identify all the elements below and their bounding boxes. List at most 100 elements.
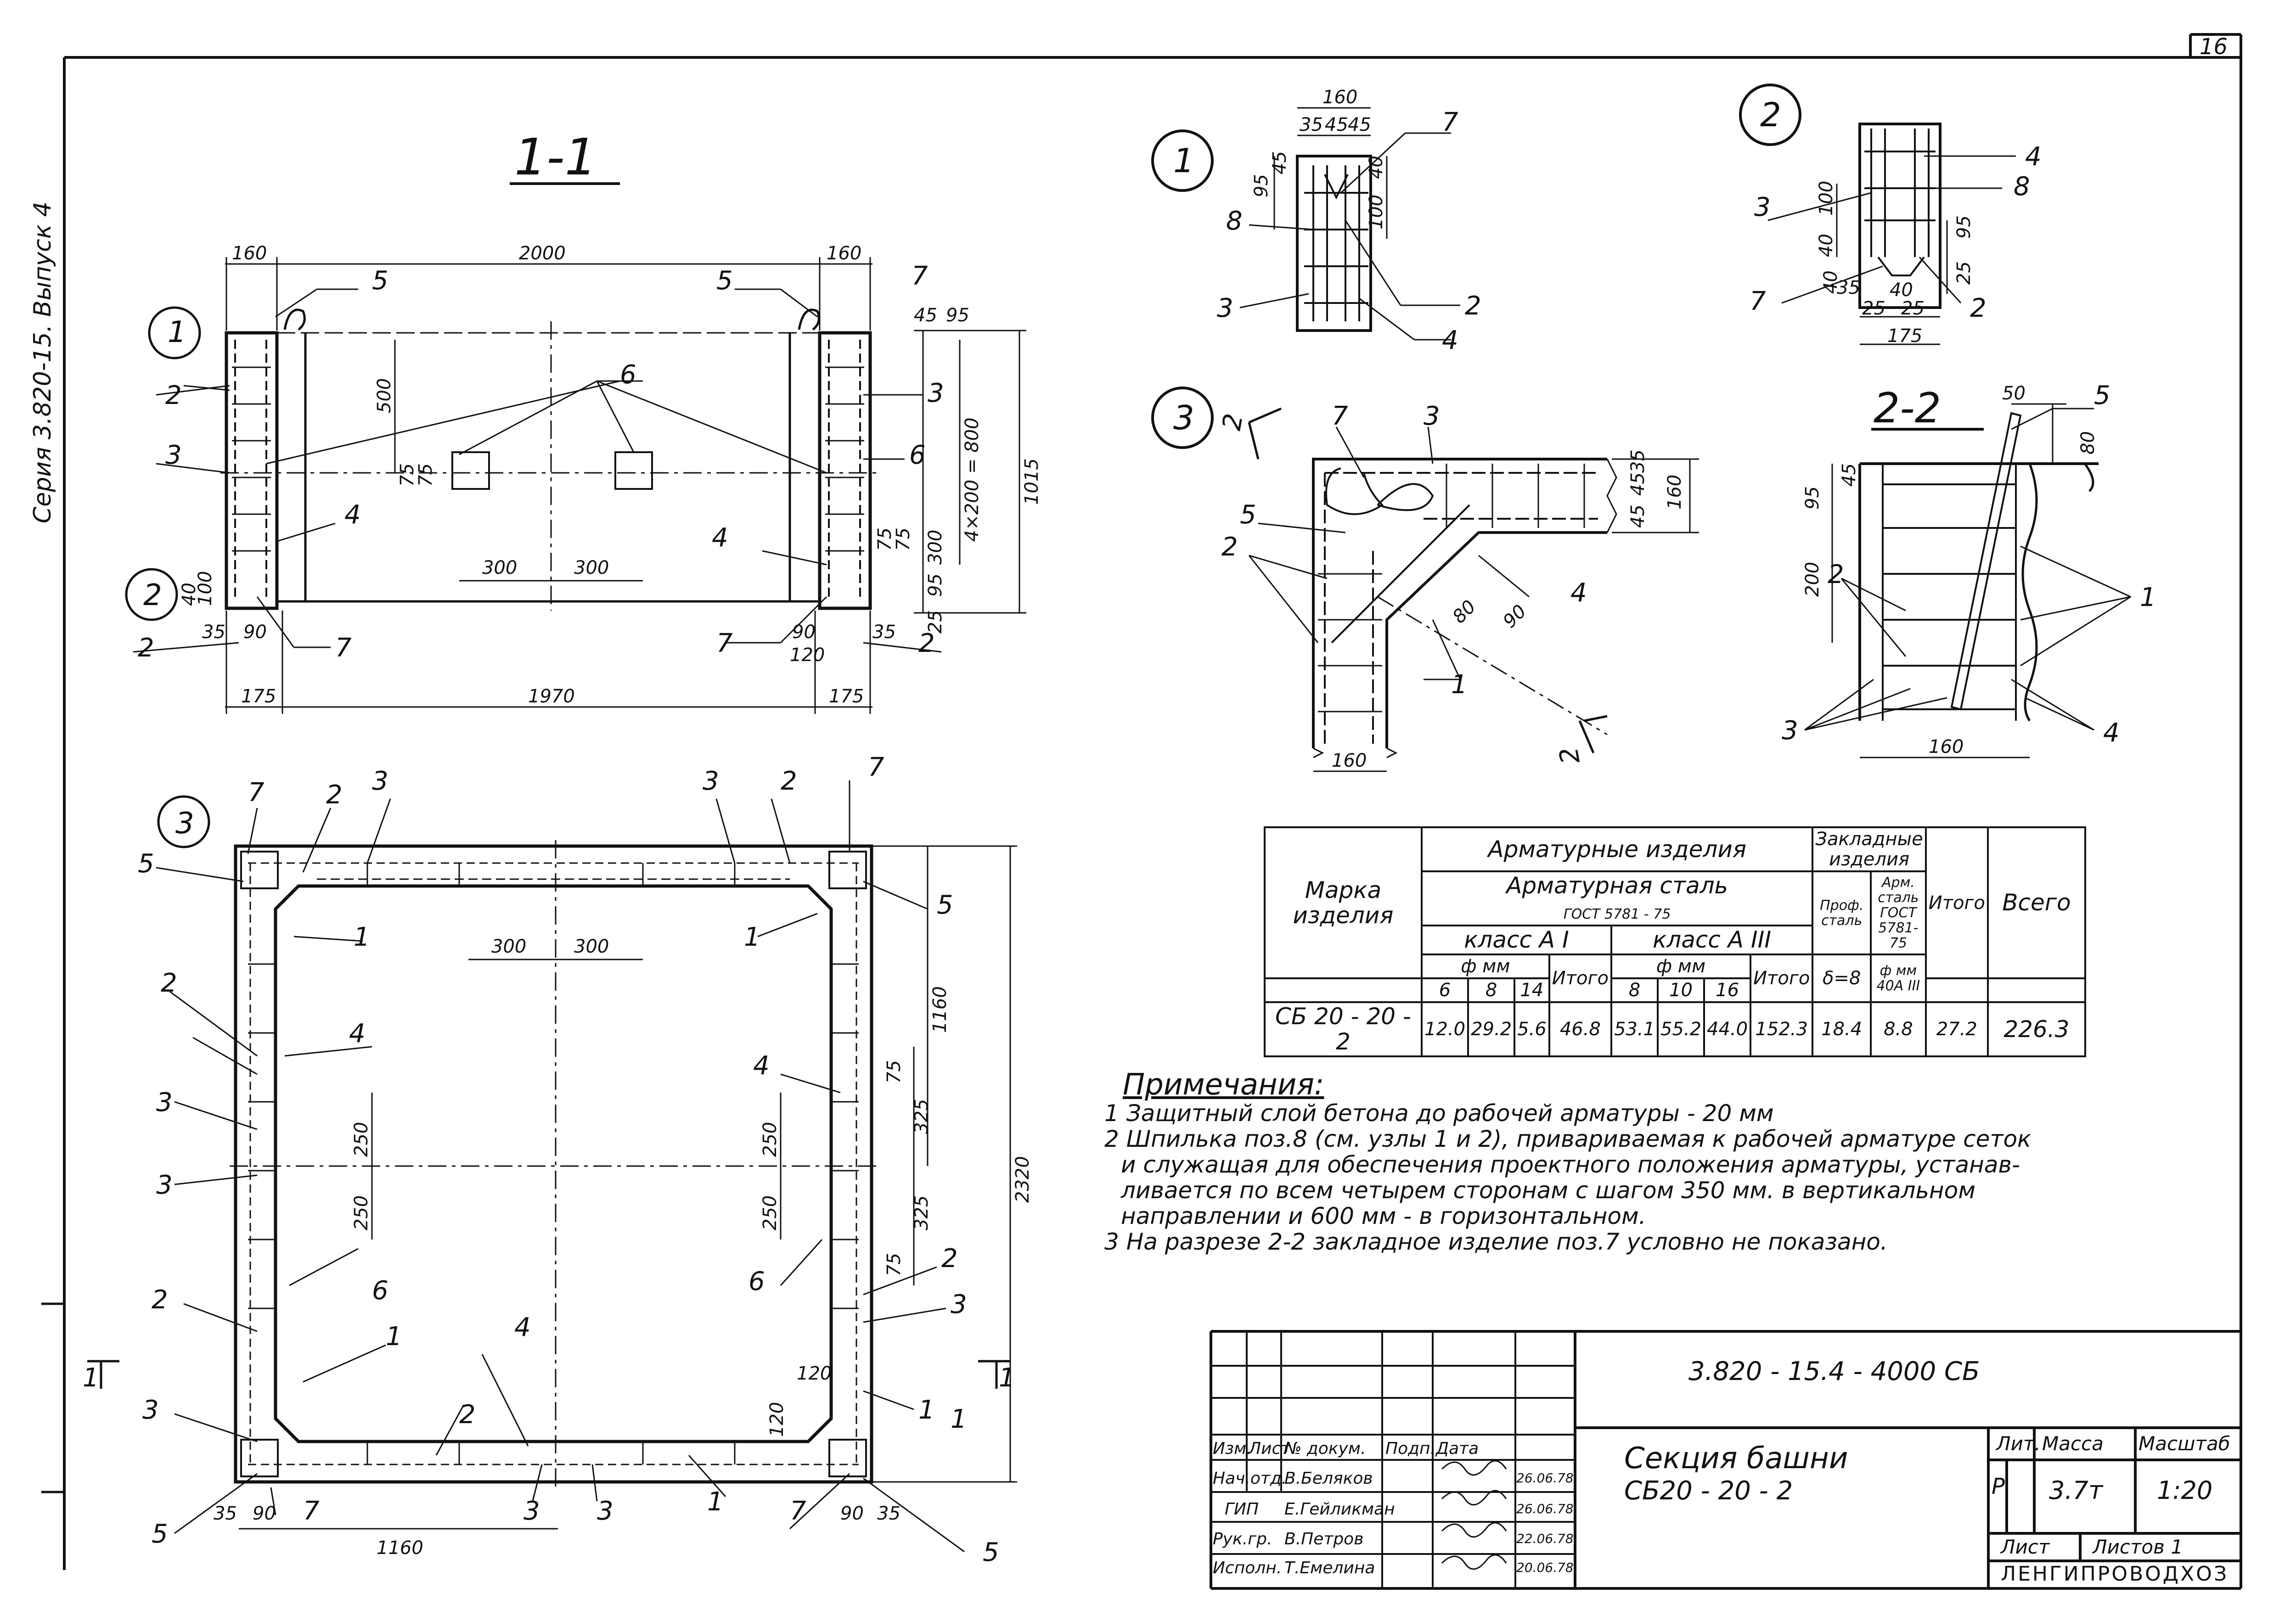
node-1-callout-3: 3 xyxy=(1217,293,1233,323)
dim-3-300a: 300 xyxy=(491,936,526,957)
dim-1-1-75d: 75 xyxy=(893,527,914,551)
spec-blank-a xyxy=(1925,977,1989,1003)
notes-heading: Примечания: xyxy=(1123,1068,1324,1102)
node-3-callout-4: 4 xyxy=(1570,578,1587,608)
col-list: Лист xyxy=(1249,1439,1291,1458)
dim-1-1-2000: 2000 xyxy=(519,243,566,264)
node-3-cut-2b: 2 xyxy=(1554,745,1586,766)
node-3-dim-45a: 45 xyxy=(1627,505,1649,528)
dim-3-75a: 75 xyxy=(884,1060,905,1083)
dim-3-2320: 2320 xyxy=(1012,1156,1033,1203)
spec-row-v3: 46.8 xyxy=(1548,1001,1612,1057)
node-3-callout-3: 3 xyxy=(1424,401,1440,431)
spec-header-itogo-a3: Итого xyxy=(1750,954,1814,1003)
spec-diam-a1-14: 14 xyxy=(1514,977,1550,1003)
node-2-label: 2 xyxy=(1760,95,1781,134)
callout-3-3c: 3 xyxy=(156,1088,173,1117)
callout-3-1b: 1 xyxy=(744,922,760,952)
callout-3-2f: 2 xyxy=(459,1400,476,1430)
node-2-dim-40b: 40 xyxy=(1890,280,1913,301)
node-3-callout-1: 1 xyxy=(1451,670,1468,700)
col-data: Дата xyxy=(1436,1439,1479,1458)
section-mark-1-right: 1 xyxy=(999,1363,1015,1393)
callout-1-1-4a: 4 xyxy=(344,500,361,530)
node-1-dim-160: 160 xyxy=(1322,87,1357,108)
section-2-2: 2-2 50 80 45 95 200 160 xyxy=(1782,381,2156,758)
dim-1-1-1970: 1970 xyxy=(528,686,575,707)
spec-row-v9: 8.8 xyxy=(1870,1001,1927,1057)
org-name: ЛЕНГИПРОВОДХОЗ xyxy=(2001,1562,2229,1586)
callout-3-2c: 2 xyxy=(161,968,177,998)
scale-label: Масштаб xyxy=(2138,1432,2230,1455)
sheet-label: Лист xyxy=(2001,1536,2050,1558)
section-1-1: 1-1 xyxy=(125,128,1042,714)
callout-3-1a: 1 xyxy=(354,922,370,952)
node-3-dim-45b: 45 xyxy=(1627,472,1649,496)
spec-header-delta: δ=8 xyxy=(1812,954,1872,1003)
section-2-2-title: 2-2 xyxy=(1874,384,1941,432)
signature-marks xyxy=(1441,1460,1507,1570)
notes: Примечания: 1 Защитный слой бетона до ра… xyxy=(1104,1068,2206,1255)
staff-date-0: 26.06.78 xyxy=(1516,1470,1574,1486)
callout-3-3a: 3 xyxy=(372,766,388,796)
callout-3-3g: 3 xyxy=(523,1496,540,1526)
col-podp: Подп. xyxy=(1385,1439,1435,1458)
node-3-cut-2a: 2 xyxy=(1217,411,1249,432)
callout-3-1f: 1 xyxy=(707,1487,724,1517)
section-2-2-dim-160: 160 xyxy=(1929,736,1964,757)
dim-1-1-175-left: 175 xyxy=(241,686,276,707)
node-2-dim-95: 95 xyxy=(1953,215,1975,239)
dim-1-1-75c: 75 xyxy=(874,527,895,551)
callout-3-1c: 1 xyxy=(386,1322,402,1352)
dim-1-1-175-right: 175 xyxy=(829,686,864,707)
dim-1-1-35l: 35 xyxy=(202,622,225,643)
callout-3-3d: 3 xyxy=(156,1170,173,1200)
section-2-2-callout-5: 5 xyxy=(2094,381,2110,410)
plan-3-circle xyxy=(157,795,210,848)
callout-3-7b: 7 xyxy=(868,752,884,782)
spec-header-class-a3: класс А III xyxy=(1610,925,1814,955)
node-1-ref-circle xyxy=(148,306,201,359)
staff-date-1: 26.06.78 xyxy=(1516,1501,1574,1516)
dim-1-1-75b: 75 xyxy=(415,463,436,487)
callout-3-7d: 7 xyxy=(790,1496,806,1526)
callout-3-6b: 6 xyxy=(748,1267,765,1296)
node-3-callout-5: 5 xyxy=(1240,500,1256,530)
spec-row-v0: 12.0 xyxy=(1420,1001,1469,1057)
note-line-5: направлении и 600 мм - в горизонтальном. xyxy=(1121,1203,1646,1229)
node-3: 3 45 45 35 160 xyxy=(1151,387,1699,772)
staff-role-3: Исполн. xyxy=(1213,1559,1282,1577)
staff-role-0: Нач.отд. xyxy=(1213,1469,1287,1488)
node-1-dim-100: 100 xyxy=(1366,195,1387,230)
spec-header-steel: Арматурная сталь ГОСТ 5781 - 75 xyxy=(1420,870,1814,926)
callout-3-7a: 7 xyxy=(248,778,264,808)
spec-header-phi-40: ф мм 40А III xyxy=(1870,954,1927,1003)
spec-row-v7: 152.3 xyxy=(1750,1001,1814,1057)
dim-3-120a: 120 xyxy=(797,1363,832,1384)
callout-3-3e: 3 xyxy=(951,1290,967,1319)
spec-diam-a3-8: 8 xyxy=(1610,977,1659,1003)
callout-3-2e: 2 xyxy=(941,1244,958,1273)
scale-value: 1:20 xyxy=(2157,1476,2213,1505)
callout-3-3f: 3 xyxy=(142,1395,159,1425)
callout-3-2b: 2 xyxy=(781,766,797,796)
spec-header-mark: Марка изделия xyxy=(1264,826,1423,979)
spec-header-phi-a1: ф мм xyxy=(1421,954,1550,979)
node-1: 1 160 35 45 45 45 95 40 100 xyxy=(1151,87,1481,355)
staff-date-2: 22.06.78 xyxy=(1516,1531,1574,1546)
dim-3-90l: 90 xyxy=(253,1503,276,1524)
dim-1-1-160-right: 160 xyxy=(827,243,861,264)
callout-1-1-2a: 2 xyxy=(138,633,154,663)
staff-role-2: Рук.гр. xyxy=(1213,1530,1272,1548)
callout-3-1e: 1 xyxy=(951,1404,967,1434)
spec-header-prof: Проф. сталь xyxy=(1812,870,1872,955)
node-2-dim-25b: 25 xyxy=(1901,298,1925,319)
col-izm: Изм. xyxy=(1213,1439,1252,1458)
callout-3-5c: 5 xyxy=(152,1519,168,1549)
spec-header-arm-steel: Арм. сталь ГОСТ 5781-75 xyxy=(1870,870,1927,955)
callout-3-5d: 5 xyxy=(983,1537,999,1567)
dim-1-1-120: 120 xyxy=(790,645,825,666)
callout-3-3h: 3 xyxy=(597,1496,613,1526)
node-1-callout-2: 2 xyxy=(1465,291,1481,321)
